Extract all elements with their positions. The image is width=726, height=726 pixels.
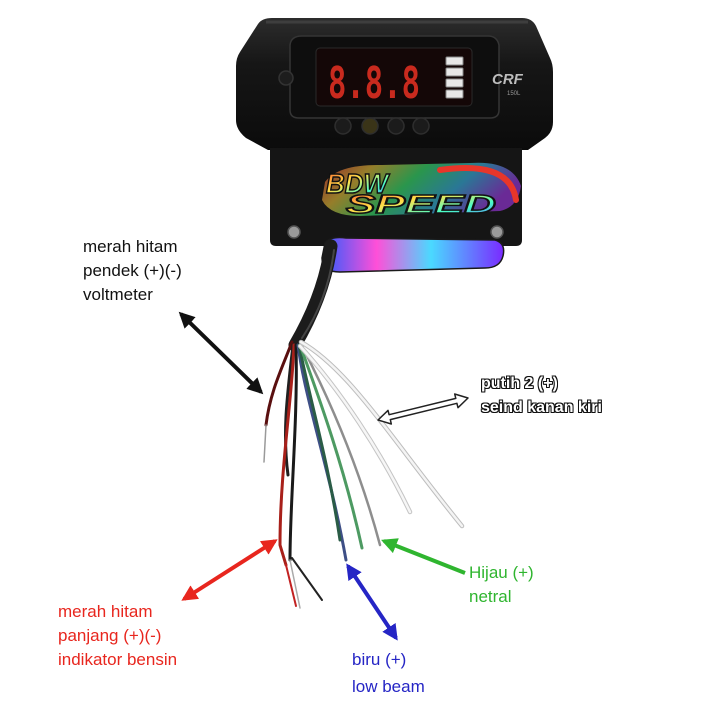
wire-gray <box>299 342 382 547</box>
indicator-bar <box>445 78 464 88</box>
speedometer-unit: 8.8.8 CRF 150L <box>236 18 553 273</box>
indicator-lamp <box>361 117 379 135</box>
label-line: panjang (+)(-) <box>58 626 162 645</box>
label-line: low beam <box>352 677 425 696</box>
indicator-bar <box>445 89 464 99</box>
label-line: merah hitam <box>58 602 153 621</box>
label-line: Hijau (+) <box>469 563 534 582</box>
double-arrow-black-icon <box>178 311 264 395</box>
secondary-sticker <box>321 236 505 273</box>
double-arrow-blue-icon <box>346 563 398 641</box>
double-arrow-white-icon <box>377 393 469 425</box>
cable-sheath <box>288 239 338 352</box>
arrow-green-icon <box>381 538 466 575</box>
wire-tip <box>285 564 297 607</box>
bracket-screw <box>490 225 504 239</box>
display-glass <box>315 47 473 107</box>
label-line: seind kanan kiri <box>481 399 602 416</box>
label-line: putih 2 (+) <box>481 375 558 392</box>
model-logo: CRF <box>492 71 524 88</box>
label-voltmeter: merah hitam pendek (+)(-) voltmeter <box>83 235 182 307</box>
label-sein: putih 2 (+) seind kanan kiri <box>481 372 602 420</box>
label-line: netral <box>469 587 512 606</box>
wire-tip <box>289 559 301 609</box>
wire-dark-green <box>297 343 342 542</box>
wire-dark-red-short <box>264 340 294 427</box>
model-sub-logo: 150L <box>507 91 521 97</box>
wire-black-long <box>288 343 298 562</box>
double-arrow-red-icon <box>181 539 278 601</box>
label-line: voltmeter <box>83 285 153 304</box>
label-line: biru (+) <box>352 650 407 669</box>
light-sensor <box>278 70 294 86</box>
brand-sticker: BDW SPEED <box>322 162 521 220</box>
label-line: pendek (+)(-) <box>83 261 182 280</box>
wire-blue <box>296 343 348 562</box>
indicator-lamp <box>387 117 405 135</box>
indicator-bar <box>445 67 464 77</box>
brand-sticker-word-2: SPEED <box>346 189 496 219</box>
annotation-arrows <box>178 311 469 641</box>
indicator-lamp <box>334 117 352 135</box>
cable-sheath-highlight <box>301 249 335 339</box>
wire-tip <box>263 424 267 463</box>
brand-sticker-word-1: BDW <box>326 168 390 199</box>
indicator-bar-column <box>445 56 464 99</box>
wire-harness <box>263 239 465 609</box>
wire-white <box>298 344 412 514</box>
brand-sticker-backing <box>322 162 521 216</box>
label-line: indikator bensin <box>58 650 178 669</box>
wire-white-outline <box>298 339 465 529</box>
label-line: merah hitam <box>83 237 178 256</box>
label-low-beam: biru (+) low beam <box>352 646 425 700</box>
brand-sticker-swoosh <box>437 165 519 203</box>
bracket-screw <box>287 225 301 239</box>
label-netral: Hijau (+) netral <box>469 561 534 609</box>
wire-white <box>299 340 464 528</box>
wire-red-long <box>278 343 296 567</box>
indicator-lamps <box>334 117 430 135</box>
indicator-lamp <box>412 117 430 135</box>
wire-green <box>298 343 364 550</box>
wire-black-short <box>284 343 295 477</box>
indicator-bar <box>445 56 464 66</box>
label-indikator-bensin: merah hitam panjang (+)(-) indikator ben… <box>58 600 177 672</box>
wire-tip <box>291 557 323 601</box>
display-digits: 8.8.8 <box>328 58 420 109</box>
